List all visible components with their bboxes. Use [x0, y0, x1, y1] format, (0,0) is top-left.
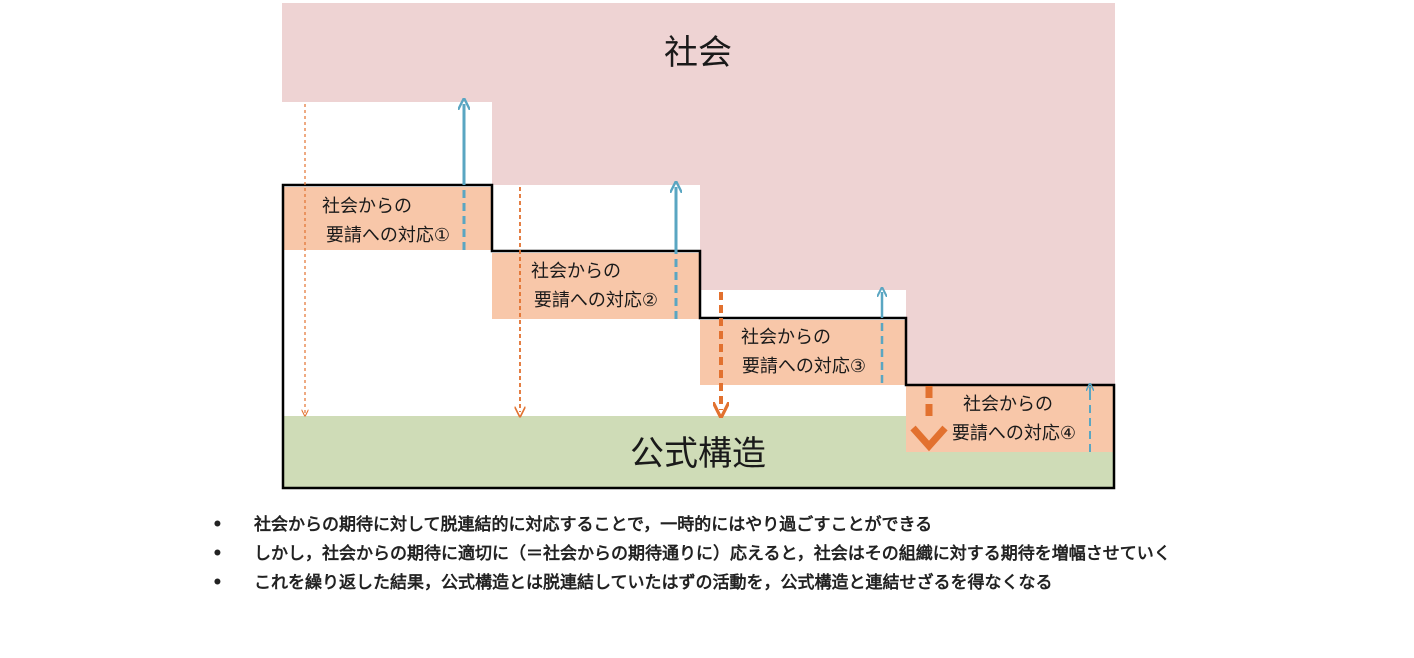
society-region — [282, 3, 1115, 385]
step-box-2 — [492, 253, 700, 319]
step-box-3 — [700, 320, 906, 385]
step-box-1 — [284, 187, 492, 250]
bullet-item-1: 社会からの期待に対して脱連結的に対応することで，一時的にはやり過ごすことができる — [212, 513, 1174, 537]
step-4-line1: 社会からの — [963, 394, 1053, 415]
bullet-item-3: これを繰り返した結果，公式構造とは脱連結していたはずの活動を，公式構造と連結せざ… — [212, 571, 1174, 595]
step-2-line2: 要請への対応② — [534, 290, 658, 311]
step-1-line2: 要請への対応① — [326, 225, 450, 246]
step-1-line1: 社会からの — [322, 196, 412, 217]
step-3-line1: 社会からの — [741, 327, 831, 348]
step-3-line2: 要請への対応③ — [742, 356, 866, 377]
bullet-item-2: しかし，社会からの期待に適切に（＝社会からの期待通りに）応えると，社会はその組織… — [212, 542, 1174, 566]
formal-structure-label: 公式構造 — [630, 434, 766, 474]
step-2-line1: 社会からの — [531, 261, 621, 282]
step-box-4 — [906, 386, 1115, 452]
step-4-line2: 要請への対応④ — [952, 423, 1076, 444]
down-arrow-4 — [910, 386, 948, 452]
decoupling-diagram: 社会 公式構造 社会からの 要請への対応① 社会からの 要請への対応② 社会から… — [281, 3, 1116, 490]
organization-outline — [281, 183, 1116, 490]
bullet-list: 社会からの期待に対して脱連結的に対応することで，一時的にはやり過ごすことができる… — [212, 513, 1174, 600]
society-label: 社会 — [664, 33, 732, 73]
